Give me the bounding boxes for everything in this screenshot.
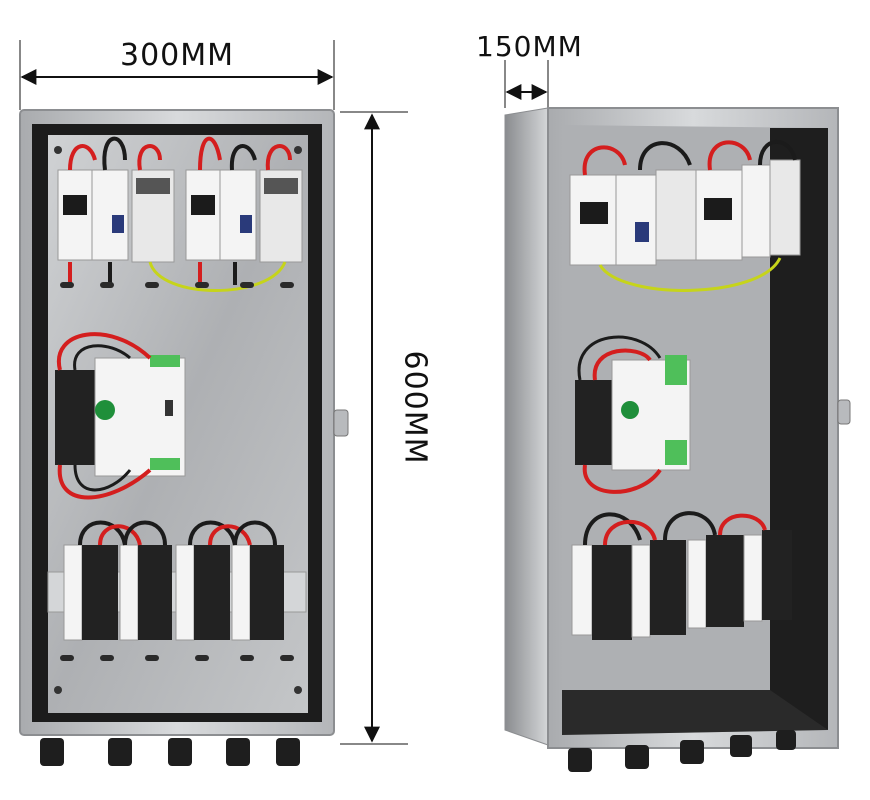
- transfer-switch: [55, 332, 186, 500]
- width-dimension-label: 300MM: [120, 38, 235, 73]
- plate-slots: [60, 282, 294, 661]
- top-breaker-group-left: [57, 169, 175, 263]
- side-spd-row: [571, 511, 792, 640]
- dimension-height: [340, 111, 408, 745]
- side-top-breakers: [569, 139, 801, 292]
- hinge: [333, 409, 349, 437]
- side-switch-knob-icon: [621, 401, 639, 419]
- depth-dimension-label: 150MM: [476, 30, 583, 63]
- top-breaker-group-right: [185, 169, 303, 263]
- hinge-side: [837, 399, 851, 425]
- side-transfer-switch: [575, 335, 691, 494]
- top-wiring: [68, 136, 292, 292]
- side-enclosure: [504, 107, 851, 772]
- side-cable-glands: [568, 730, 796, 772]
- height-dimension-label: 600MM: [397, 350, 433, 465]
- dimension-depth: [504, 60, 549, 108]
- bottom-spd-row: [47, 520, 307, 641]
- cable-glands: [40, 738, 300, 766]
- switch-knob-icon: [95, 400, 115, 420]
- dimension-width: [19, 40, 335, 110]
- front-enclosure: [19, 109, 349, 766]
